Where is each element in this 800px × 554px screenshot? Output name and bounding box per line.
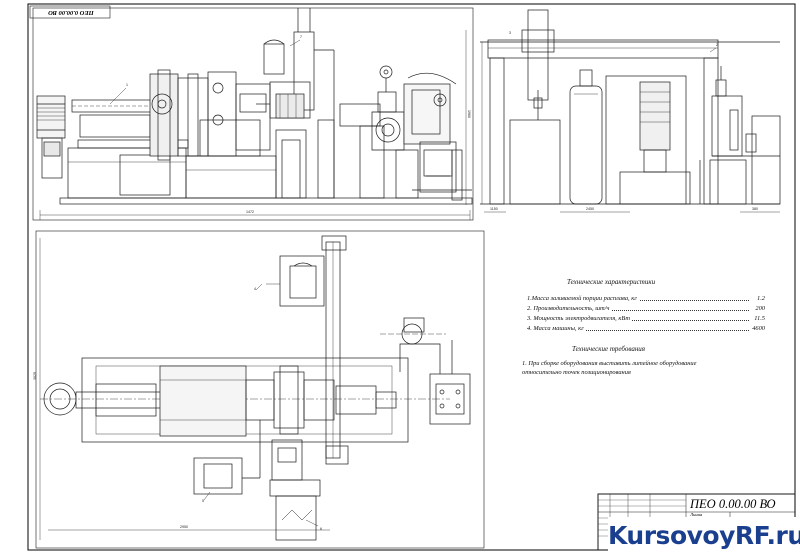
plan-view-casting-line: [39, 235, 471, 541]
callout-3: 3: [509, 31, 511, 35]
callout-7: 7: [300, 35, 302, 39]
requirement-line: 1. При сборке оборудования выставить лит…: [522, 360, 697, 367]
callout-6: 6: [320, 527, 322, 531]
watermark-text: KursovoyRF.ru: [608, 521, 800, 550]
callout-5: 5: [202, 499, 204, 503]
sheet-frame: [27, 3, 796, 551]
spec-label: 4. Масса машины, кг: [527, 325, 586, 332]
specs-title: Технические характеристики: [567, 278, 656, 286]
spec-label: 1.Масса заливаемой порции расплава, кг: [527, 295, 639, 302]
spec-leader-dots: [527, 320, 749, 321]
dimension-side-c: 380: [752, 207, 758, 211]
spec-value: 1.2: [755, 295, 765, 302]
requirement-line: относительно точек позиционирования: [522, 369, 631, 376]
callout-2: 2: [716, 43, 718, 47]
corner-drawing-code: ПЕО 0.00.00 ВО: [48, 9, 94, 16]
dimension-top-width: 1472: [246, 210, 254, 214]
front-view-casting-line: [36, 8, 473, 220]
drawing-code: ПЕО 0.00.00 ВО: [690, 497, 776, 511]
watermark-logo: KursovoyRF.ru: [608, 517, 800, 554]
dimension-plan-width: 2950: [180, 525, 188, 529]
spec-leader-dots: [527, 330, 749, 331]
callout-4: 4: [254, 287, 256, 291]
spec-value: 4600: [750, 325, 765, 332]
dimension-side-a: 1150: [490, 207, 498, 211]
callout-1: 1: [126, 83, 128, 87]
spec-value: 200: [753, 305, 765, 312]
spec-value: 11.5: [752, 315, 765, 322]
dimension-side-b: 2450: [586, 207, 594, 211]
spec-leader-dots: [527, 310, 749, 311]
spec-label: 2. Производительность, шт/ч: [527, 305, 612, 312]
dimension-top-height: 1960: [467, 110, 471, 118]
dimension-plan-height: 3025: [33, 372, 37, 380]
spec-label: 3. Мощность электродвигателя, кВт: [527, 315, 632, 322]
side-view-casting-line: [480, 9, 781, 213]
requirements-title: Технические требования: [572, 345, 646, 353]
